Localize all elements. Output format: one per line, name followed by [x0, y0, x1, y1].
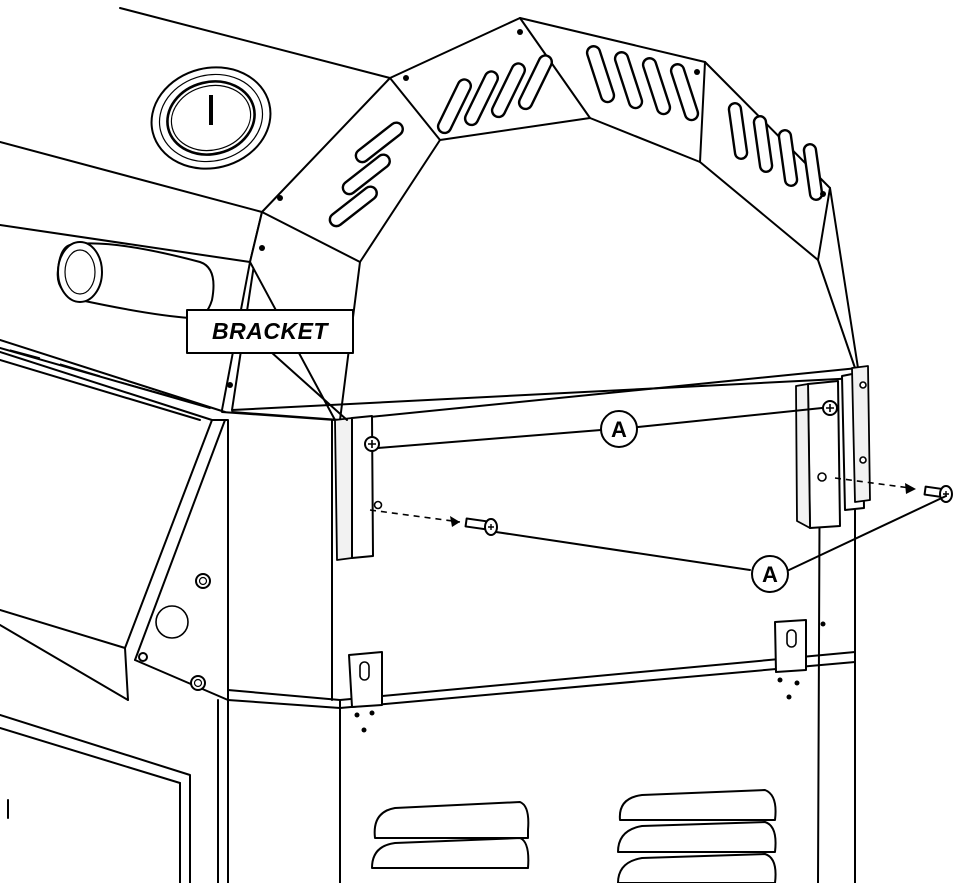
screw-callout-a-bottom: A	[751, 555, 789, 593]
bracket-label: BRACKET	[212, 318, 329, 344]
side-shelf	[0, 339, 229, 701]
screw-label-a-top: A	[611, 417, 627, 442]
screw-insertion-paths	[369, 477, 916, 527]
screw-label-a-bottom: A	[762, 562, 778, 587]
mounting-clips	[348, 619, 826, 733]
arched-heat-shield	[231, 17, 859, 421]
rivet-dots	[227, 29, 826, 388]
callout-lines	[270, 351, 947, 571]
left-bracket	[334, 415, 383, 561]
vent-slots	[328, 45, 824, 228]
screw-callout-a-top: A	[600, 410, 638, 448]
thermometer-gauge	[150, 66, 272, 170]
bracket-callout: BRACKET	[186, 309, 354, 354]
screw-left	[464, 517, 498, 536]
lower-louvers	[371, 789, 777, 883]
right-bracket	[795, 365, 871, 529]
